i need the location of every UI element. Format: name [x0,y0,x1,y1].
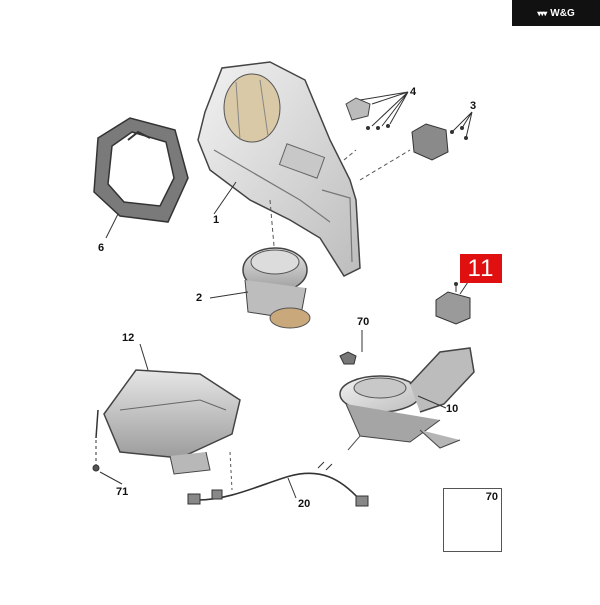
brand-logo: ▾▾▾ W&G [512,0,600,26]
callout-3: 3 [470,100,477,112]
callout-71: 71 [116,486,129,498]
callout-6: 6 [98,242,105,254]
brand-name: W&G [550,7,575,19]
callout-20: 20 [298,498,311,510]
leader-lines [99,181,473,499]
callout-10: 10 [446,403,459,415]
air-duct-part [339,347,475,451]
callout-12: 12 [122,332,135,344]
callout-2: 2 [196,292,203,304]
detail-inset: 70 [443,488,502,552]
callout-1: 1 [213,214,220,226]
blower-motor-part [242,199,311,329]
sensor-part [343,91,409,161]
filter-cover-part [95,369,241,475]
highlighted-part-callout: 11 [460,254,502,283]
wiring-harness-part [187,451,369,507]
brand-mark-icon: ▾▾▾ [537,8,547,18]
blower-resistor-part [435,282,471,325]
inset-callout-70: 70 [485,491,498,503]
callout-70: 70 [357,316,370,328]
callout-4: 4 [410,86,417,98]
nut-part [339,330,363,365]
heater-housing-part [197,61,361,277]
seal-frame-part [93,117,189,223]
screw-part [92,440,100,472]
actuator-part [359,111,473,181]
